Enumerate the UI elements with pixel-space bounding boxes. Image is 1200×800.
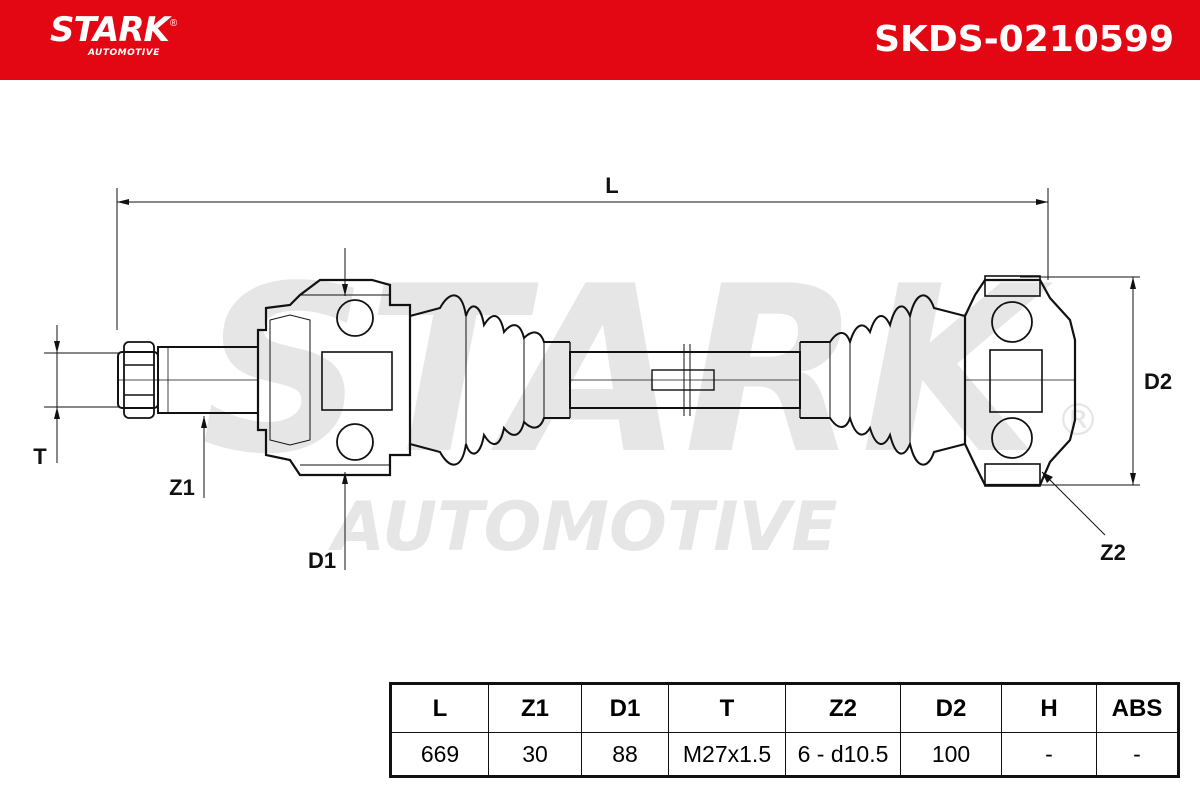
table-row: 669 30 88 M27x1.5 6 - d10.5 100 - - [390, 732, 1179, 777]
left-boot-top [409, 294, 570, 343]
part-number: SKDS-0210599 [874, 19, 1174, 60]
table-header-cell: D2 [900, 683, 1002, 733]
table-header-cell: D1 [581, 683, 669, 733]
label-L: L [605, 173, 618, 198]
table-header-cell: L [390, 683, 489, 733]
watermark: STARK AUTOMOTIVE ® [201, 238, 1100, 567]
label-D2: D2 [1144, 369, 1172, 394]
shaft-label-plate [651, 369, 715, 391]
table-header-cell: Z1 [488, 683, 582, 733]
outer-cv-housing [256, 278, 412, 477]
dimension-table: L Z1 D1 T Z2 D2 H ABS 669 30 88 M27x1.5 … [389, 682, 1180, 778]
table-cell: - [1001, 732, 1097, 777]
flange-bottom [984, 463, 1041, 487]
logo-brand: STARK [50, 10, 170, 50]
inner-cv-housing [963, 278, 1077, 487]
dim-L-arrow-left [117, 199, 129, 205]
dim-Z2-leader [1041, 471, 1106, 536]
flange-top [984, 275, 1041, 297]
inner-cv-ball-bottom [991, 417, 1033, 459]
outer-cv-inner-race [321, 351, 393, 411]
label-D1: D1 [308, 548, 336, 573]
table-cell: 669 [390, 732, 489, 777]
watermark-brand: STARK [201, 238, 1054, 505]
table-header-cell: H [1001, 683, 1097, 733]
table-header-cell: T [668, 683, 786, 733]
outer-cv-ball-bottom [336, 423, 374, 461]
dim-D2-arrow-bottom [1130, 473, 1136, 485]
outer-cv-hatch-zone [269, 314, 311, 446]
dimension-labels: L T Z1 D1 Z2 D2 [33, 173, 1172, 573]
dim-L-arrow-right [1036, 199, 1048, 205]
dim-Z1-arrow [201, 416, 207, 428]
inner-cv-ball-top [991, 301, 1033, 343]
watermark-subtitle: AUTOMOTIVE [327, 488, 837, 567]
table-header-cell: Z2 [785, 683, 901, 733]
header-bar: STARK® AUTOMOTIVE SKDS-0210599 [0, 0, 1200, 80]
left-boot-bottom [409, 417, 570, 466]
table-cell: 6 - d10.5 [785, 732, 901, 777]
stark-logo: STARK® AUTOMOTIVE [50, 10, 178, 58]
table-cell: 88 [581, 732, 669, 777]
table-header-row: L Z1 D1 T Z2 D2 H ABS [390, 683, 1179, 733]
logo-registered-mark: ® [169, 18, 178, 29]
table-cell: 30 [488, 732, 582, 777]
dim-T-arrow-top [54, 341, 60, 353]
inner-cv-race [989, 349, 1043, 413]
watermark-registered-mark: ® [1056, 395, 1100, 446]
dim-D1-arrow-top [342, 284, 348, 296]
table-header-cell: ABS [1096, 683, 1179, 733]
dim-T-arrow-bottom [54, 407, 60, 419]
right-boot-bottom [800, 414, 966, 466]
dim-D2-arrow-top [1130, 277, 1136, 289]
dim-D1-arrow-bottom [342, 472, 348, 484]
table-cell: 100 [900, 732, 1002, 777]
table-cell: - [1096, 732, 1179, 777]
label-Z1: Z1 [169, 475, 195, 500]
drive-shaft-drawing: STARK AUTOMOTIVE ® [33, 173, 1172, 573]
logo-subtitle: AUTOMOTIVE [88, 48, 160, 58]
outer-cv-ball-top [336, 299, 374, 337]
label-Z2: Z2 [1100, 540, 1126, 565]
shaft-outline [44, 188, 1140, 570]
right-boot-top [800, 294, 966, 346]
table-cell: M27x1.5 [668, 732, 786, 777]
label-T: T [33, 444, 47, 469]
